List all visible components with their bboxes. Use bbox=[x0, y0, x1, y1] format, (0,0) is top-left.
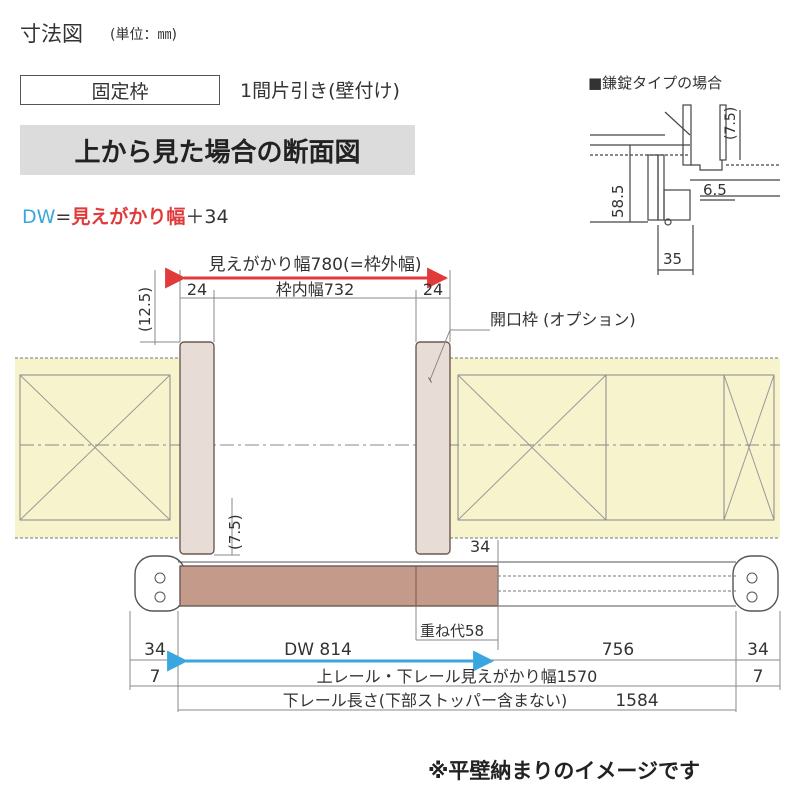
footnote: ※平壁納まりのイメージです bbox=[428, 759, 700, 783]
dim-1584: 1584 bbox=[615, 691, 658, 711]
dim-12-5: (12.5) bbox=[136, 287, 154, 332]
dim-left-34: 34 bbox=[144, 640, 166, 660]
door-type-label: 1間片引き(壁付け) bbox=[240, 80, 400, 102]
dim-left-7: 7 bbox=[150, 667, 161, 687]
formula-visible-width: 見えがかり幅 bbox=[71, 206, 186, 228]
section-title-banner: 上から見た場合の断面図 bbox=[20, 125, 415, 175]
dim-right-34: 34 bbox=[747, 640, 769, 660]
dim-right-24: 24 bbox=[423, 280, 443, 299]
dim-dw: DW 814 bbox=[284, 640, 352, 660]
inset-title: ■鎌錠タイプの場合 bbox=[588, 74, 723, 92]
inset-dim-58-5: 58.5 bbox=[609, 185, 627, 218]
inset-dim-7-5: (7.5) bbox=[723, 107, 739, 140]
opening-frame-label: 開口枠 (オプション) bbox=[490, 310, 636, 329]
inset-dim-35: 35 bbox=[663, 250, 682, 268]
dim-right-7: 7 bbox=[753, 667, 764, 687]
opening-frame-leader-diag bbox=[428, 329, 451, 383]
right-frame bbox=[415, 341, 451, 555]
unit-label: (単位：㎜) bbox=[110, 27, 177, 43]
left-wall bbox=[15, 357, 180, 539]
formula-plus: ＋34 bbox=[185, 206, 229, 228]
frame-type-badge: 固定枠 bbox=[20, 75, 220, 105]
formula-dw: DW bbox=[22, 206, 56, 228]
dim-left-24: 24 bbox=[187, 280, 207, 299]
dim-34-top: 34 bbox=[470, 537, 490, 556]
dim-inner-width: 枠内幅732 bbox=[276, 280, 355, 299]
formula-equals: = bbox=[55, 206, 72, 228]
dim-visible-width: 見えがかり幅780(=枠外幅) bbox=[209, 255, 422, 275]
inset-dim-6-5: 6.5 bbox=[703, 181, 727, 199]
dim-7-5: (7.5) bbox=[226, 514, 244, 550]
door-panel bbox=[179, 565, 499, 607]
page-title: 寸法図 bbox=[20, 22, 83, 46]
dim-756: 756 bbox=[602, 640, 634, 660]
dw-formula: DW=見えがかり幅＋34 bbox=[22, 202, 229, 229]
right-wall bbox=[450, 357, 780, 539]
inset-detail bbox=[590, 104, 780, 275]
dim-rail-visible: 上レール・下レール見えがかり幅1570 bbox=[317, 667, 598, 686]
dim-rail-length: 下レール長さ(下部ストッパー含まない) bbox=[283, 691, 568, 710]
left-frame bbox=[179, 341, 215, 555]
dim-overlap: 重ね代58 bbox=[420, 622, 484, 640]
